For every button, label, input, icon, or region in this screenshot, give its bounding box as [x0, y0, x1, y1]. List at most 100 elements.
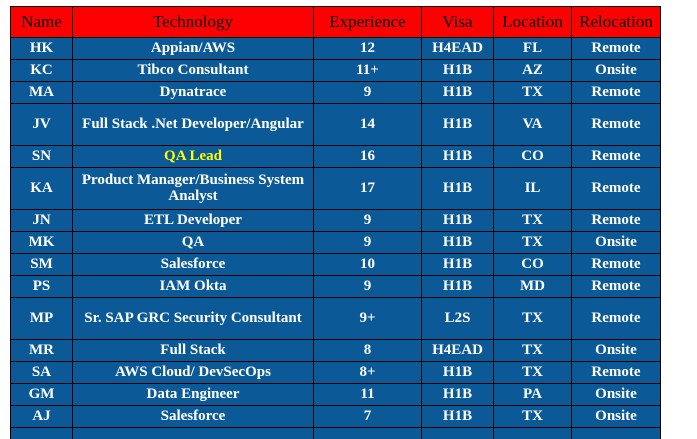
cell-name: KC — [10, 59, 73, 82]
cell-technology: Appian/AWS — [72, 37, 314, 60]
cell-relocation: Onsite — [571, 405, 661, 428]
cell-visa: H1B — [421, 81, 494, 104]
cell-visa: H1B — [421, 383, 494, 406]
cell-name: MK — [10, 231, 73, 254]
cell-name: JV — [10, 103, 73, 146]
cell-relocation: Remote — [571, 145, 661, 168]
cell-experience: 17 — [313, 167, 422, 210]
cell-visa: H1B — [421, 59, 494, 82]
cell-location: CO — [493, 253, 572, 276]
column-header-name[interactable]: Name — [10, 6, 73, 38]
cell-relocation: With in MO — [571, 427, 661, 439]
cell-experience: 9+ — [313, 297, 422, 340]
cell-location: TX — [493, 81, 572, 104]
cell-visa: L2S — [421, 297, 494, 340]
cell-relocation: Remote — [571, 253, 661, 276]
cell-relocation: Onsite — [571, 59, 661, 82]
cell-visa: H1B — [421, 405, 494, 428]
cell-relocation: Onsite — [571, 383, 661, 406]
cell-location: FL — [493, 37, 572, 60]
cell-location: AZ — [493, 59, 572, 82]
column-header-experience[interactable]: Experience — [313, 6, 422, 38]
cell-location: TX — [493, 361, 572, 384]
cell-visa: H1B — [421, 167, 494, 210]
cell-technology: Dynatrace — [72, 81, 314, 104]
cell-relocation: Remote — [571, 37, 661, 60]
cell-relocation: Onsite — [571, 231, 661, 254]
cell-relocation: Remote — [571, 81, 661, 104]
cell-location: IL — [493, 167, 572, 210]
cell-technology: Product Manager/Business System Analyst — [72, 167, 314, 210]
cell-name: SN — [10, 145, 73, 168]
cell-experience: 8+ — [313, 361, 422, 384]
table-row[interactable]: SMDevOps/SRE8H1BMOWith in MO — [10, 427, 661, 439]
column-header-visa[interactable]: Visa — [421, 6, 494, 38]
cell-experience: 16 — [313, 145, 422, 168]
cell-relocation: Remote — [571, 103, 661, 146]
cell-technology: ETL Developer — [72, 209, 314, 232]
cell-experience: 8 — [313, 339, 422, 362]
cell-location: VA — [493, 103, 572, 146]
cell-name: JN — [10, 209, 73, 232]
cell-name: SA — [10, 361, 73, 384]
cell-relocation: Remote — [571, 275, 661, 298]
cell-location: TX — [493, 231, 572, 254]
cell-visa: H1B — [421, 361, 494, 384]
cell-location: MO — [493, 427, 572, 439]
cell-experience: 9 — [313, 231, 422, 254]
cell-experience: 7 — [313, 405, 422, 428]
cell-technology: Tibco Consultant — [72, 59, 314, 82]
cell-visa: H1B — [421, 145, 494, 168]
cell-name: AJ — [10, 405, 73, 428]
cell-relocation: Onsite — [571, 339, 661, 362]
column-header-location[interactable]: Location — [493, 6, 572, 38]
cell-location: TX — [493, 405, 572, 428]
cell-visa: H1B — [421, 253, 494, 276]
cell-location: MD — [493, 275, 572, 298]
cell-experience: 10 — [313, 253, 422, 276]
column-header-technology[interactable]: Technology — [72, 6, 314, 38]
cell-name: MP — [10, 297, 73, 340]
cell-visa: H1B — [421, 231, 494, 254]
cell-name: KA — [10, 167, 73, 210]
cell-visa: H4EAD — [421, 339, 494, 362]
cell-technology: QA Lead — [72, 145, 314, 168]
cell-experience: 9 — [313, 275, 422, 298]
cell-relocation: Remote — [571, 297, 661, 340]
cell-technology: QA — [72, 231, 314, 254]
cell-visa: H1B — [421, 427, 494, 439]
cell-location: CO — [493, 145, 572, 168]
cell-location: TX — [493, 339, 572, 362]
cell-visa: H1B — [421, 275, 494, 298]
cell-name: PS — [10, 275, 73, 298]
cell-technology: Salesforce — [72, 253, 314, 276]
cell-experience: 9 — [313, 81, 422, 104]
cell-relocation: Remote — [571, 167, 661, 210]
cell-relocation: Remote — [571, 209, 661, 232]
column-header-relocation[interactable]: Relocation — [571, 6, 661, 38]
cell-experience: 11+ — [313, 59, 422, 82]
cell-name: HK — [10, 37, 73, 60]
cell-visa: H1B — [421, 103, 494, 146]
cell-experience: 12 — [313, 37, 422, 60]
cell-name: MR — [10, 339, 73, 362]
cell-visa: H1B — [421, 209, 494, 232]
